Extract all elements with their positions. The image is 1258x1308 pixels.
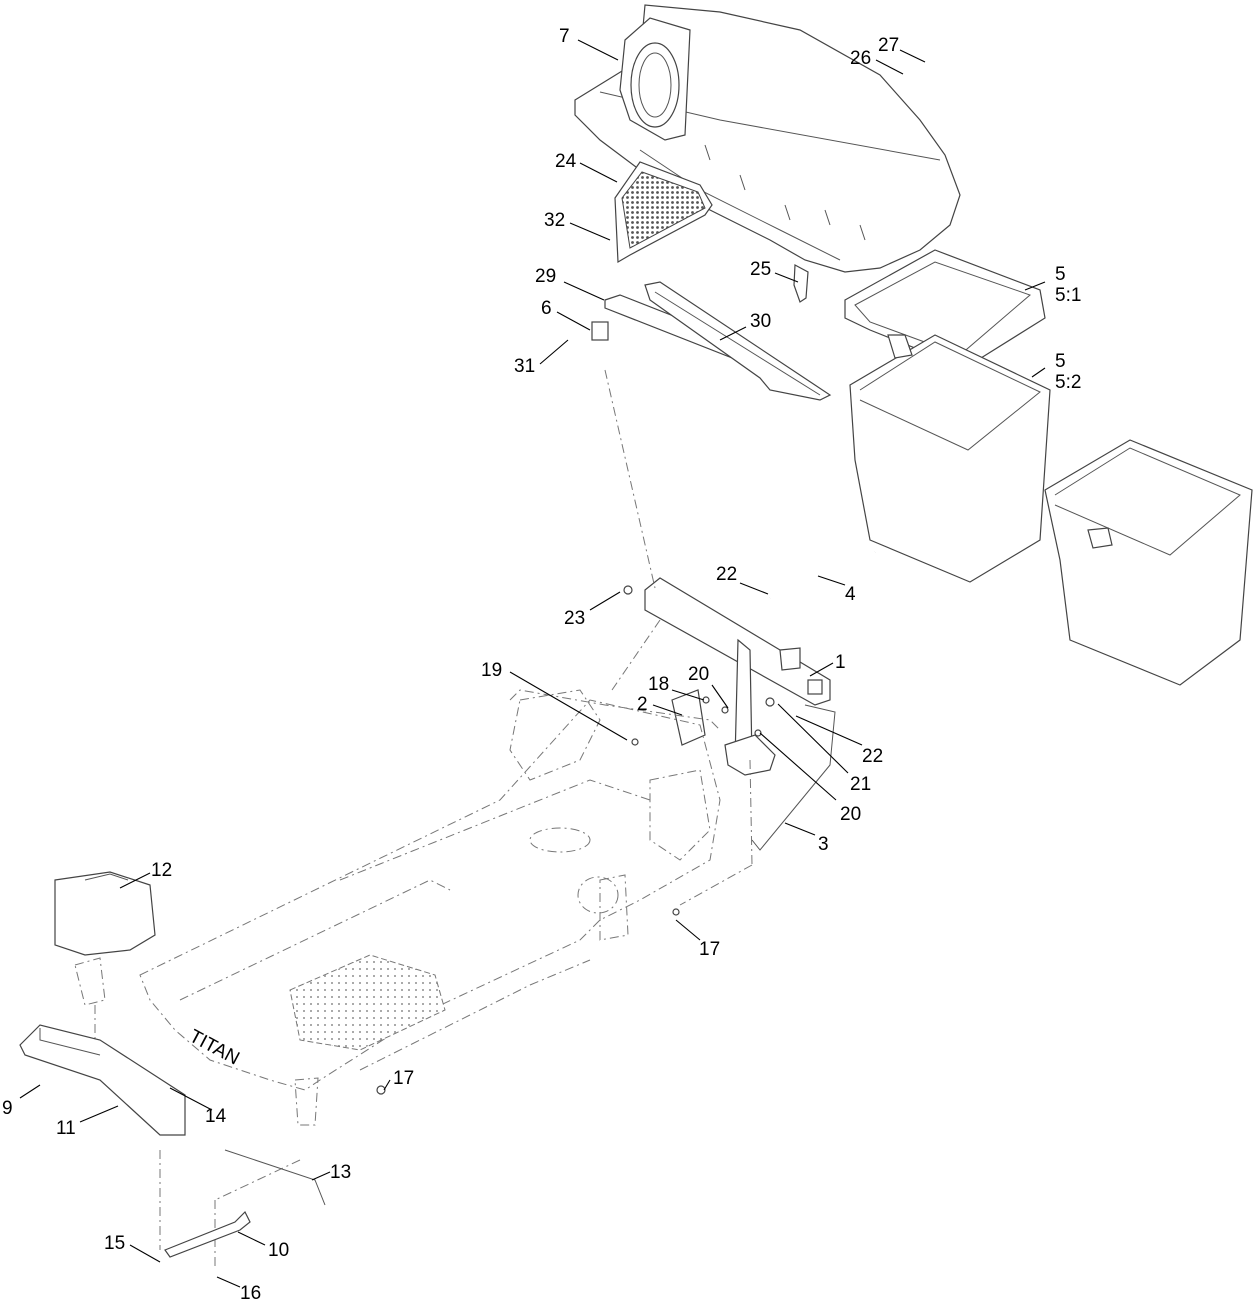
grass-bag-5-2 [849, 334, 1051, 583]
support-rod-part-3 [611, 619, 836, 851]
callout-18: 18 [648, 674, 669, 695]
weight-bracket-part-11 [19, 1024, 186, 1136]
grass-bag-second [1044, 439, 1253, 686]
callout-5-first: 5 [1055, 264, 1066, 285]
callout-1: 1 [835, 652, 846, 673]
callout-2: 2 [637, 694, 648, 715]
mower-frame-reference [74, 369, 753, 1270]
callout-32: 32 [544, 210, 565, 231]
callout-9: 9 [2, 1098, 13, 1119]
leader-lines [19, 39, 1046, 1288]
callout-20-bottom: 20 [840, 804, 861, 825]
callout-17-left: 17 [393, 1068, 414, 1089]
callout-31: 31 [514, 356, 535, 377]
callout-21: 21 [850, 774, 871, 795]
link-part-10 [164, 1210, 251, 1258]
callout-12: 12 [151, 860, 172, 881]
callout-17-right: 17 [699, 939, 720, 960]
pivot-rod-part-4 [769, 551, 876, 599]
callout-24: 24 [555, 151, 577, 172]
callout-3: 3 [818, 834, 829, 855]
callout-27: 27 [878, 35, 899, 56]
clip-part-6 [591, 321, 609, 341]
callout-22-bottom: 22 [862, 746, 883, 767]
callout-5-1: 5:1 [1055, 285, 1081, 306]
support-bracket-30 [644, 281, 832, 401]
callout-30: 30 [750, 311, 771, 332]
callout-22-top: 22 [716, 564, 737, 585]
mesh-screen-part [614, 161, 713, 264]
callout-7: 7 [559, 26, 570, 47]
rod-part-13 [224, 1149, 326, 1206]
frame-brand-text: TITAN [186, 1026, 243, 1070]
counterweight-part-12 [54, 871, 156, 956]
callout-15: 15 [104, 1233, 125, 1254]
callout-25: 25 [750, 259, 771, 280]
callout-14: 14 [205, 1106, 227, 1127]
callout-16: 16 [240, 1283, 261, 1304]
callout-23: 23 [564, 608, 585, 629]
callout-19: 19 [481, 660, 502, 681]
callout-labels: 7 26 27 24 32 25 5 5:1 29 6 30 31 5 5:2 … [2, 26, 1081, 1304]
callout-11: 11 [56, 1118, 76, 1139]
latch-part [793, 264, 809, 303]
hardware-small [376, 585, 775, 1095]
callout-10: 10 [268, 1240, 289, 1261]
callout-29: 29 [535, 266, 556, 287]
callout-6: 6 [541, 298, 552, 319]
callout-20-top: 20 [688, 664, 709, 685]
callout-5-2: 5:2 [1055, 372, 1081, 393]
callout-5-second: 5 [1055, 351, 1066, 372]
chute-adapter-flange [619, 17, 691, 141]
callout-26: 26 [850, 48, 871, 69]
plate-part-2 [671, 689, 706, 746]
callout-4: 4 [845, 584, 856, 605]
callout-13: 13 [330, 1162, 351, 1183]
hitch-frame-part-1 [644, 577, 831, 776]
